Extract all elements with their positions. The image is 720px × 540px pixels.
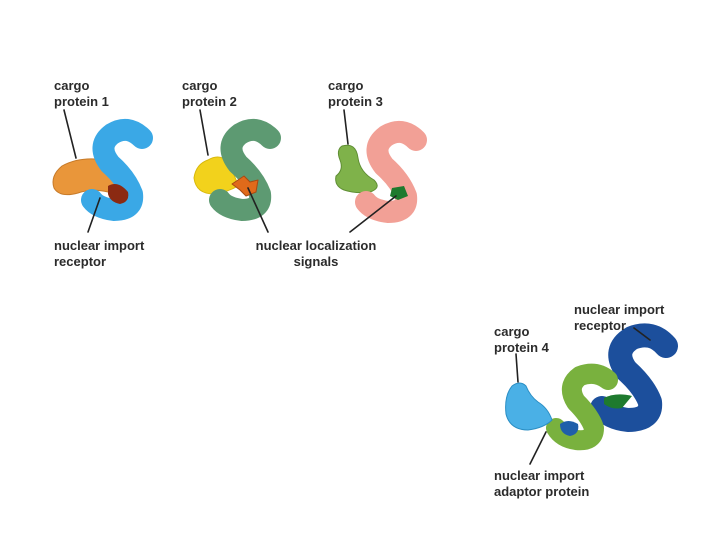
nuclear-import-receptor-3 xyxy=(355,120,427,223)
pointer-nls-2 xyxy=(247,187,269,233)
label-line: adaptor protein xyxy=(494,484,590,499)
nuclear-localization-signal-4 xyxy=(560,421,579,436)
label-line: protein 3 xyxy=(328,94,383,109)
label-line: receptor xyxy=(574,318,627,333)
cargo-protein-3-shape xyxy=(335,144,378,194)
label-line: protein 4 xyxy=(494,340,549,355)
nuclear-localization-signal-2 xyxy=(231,175,259,197)
nuclear-localization-signal-4b xyxy=(604,394,632,409)
label-line: signals xyxy=(293,254,339,269)
pointer-receptor-right xyxy=(633,327,651,341)
pointer-cargo-4 xyxy=(515,353,519,383)
label-line: cargo xyxy=(328,78,364,93)
label-cargo-protein-4: cargo protein 4 xyxy=(494,324,549,356)
label-nuclear-localization-signals: nuclear localization signals xyxy=(252,238,380,270)
label-nuclear-import-receptor-right: nuclear import receptor xyxy=(574,302,664,334)
label-cargo-protein-3: cargo protein 3 xyxy=(328,78,383,110)
label-line: nuclear import xyxy=(494,468,585,483)
nuclear-import-adaptor-protein xyxy=(546,363,618,451)
label-line: cargo xyxy=(182,78,218,93)
pointer-cargo-2 xyxy=(199,109,209,156)
cargo-protein-4-shape xyxy=(505,382,553,431)
label-line: nuclear import xyxy=(54,238,145,253)
label-line: nuclear import xyxy=(574,302,665,317)
nuclear-localization-signal-1 xyxy=(108,184,129,204)
pointer-receptor-top xyxy=(87,197,101,233)
nuclear-import-receptor-1 xyxy=(81,118,153,221)
pointer-cargo-1 xyxy=(63,109,77,159)
pointer-nls-3 xyxy=(349,195,397,233)
label-line: protein 2 xyxy=(182,94,237,109)
label-nuclear-import-receptor-top: nuclear import receptor xyxy=(54,238,144,270)
label-nuclear-import-adaptor-protein: nuclear import adaptor protein xyxy=(494,468,589,500)
pointer-adaptor xyxy=(529,431,547,465)
label-line: cargo xyxy=(54,78,90,93)
label-line: cargo xyxy=(494,324,530,339)
pointer-cargo-3 xyxy=(343,109,349,145)
nuclear-import-receptor-2 xyxy=(209,118,281,221)
label-cargo-protein-2: cargo protein 2 xyxy=(182,78,237,110)
nuclear-import-receptor-4 xyxy=(590,323,678,432)
label-line: protein 1 xyxy=(54,94,109,109)
label-line: nuclear localization xyxy=(255,238,377,253)
label-cargo-protein-1: cargo protein 1 xyxy=(54,78,109,110)
label-line: receptor xyxy=(54,254,107,269)
